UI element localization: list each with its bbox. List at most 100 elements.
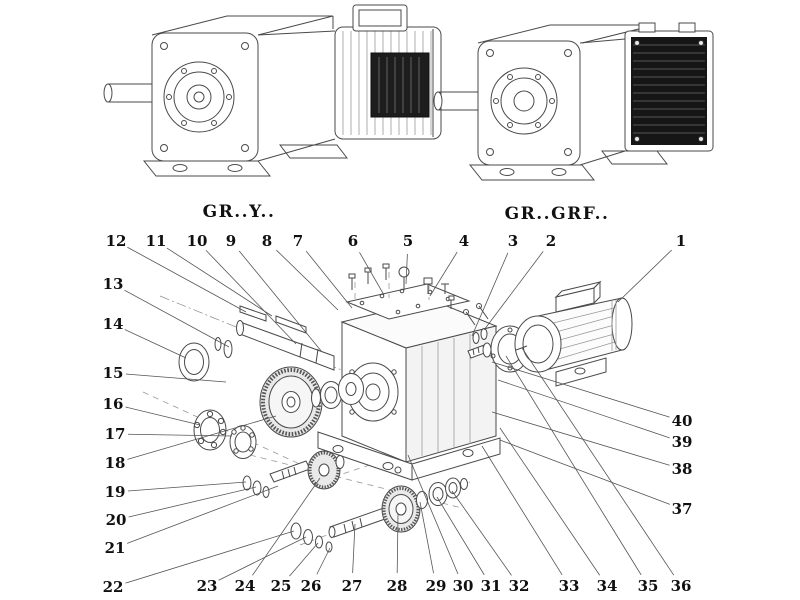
output-shaft-group xyxy=(178,305,335,382)
callout-24: 24 xyxy=(235,577,256,595)
left-motor-terminal-box xyxy=(352,4,408,32)
right-mounting-foot-rear xyxy=(600,150,669,165)
callout-14: 14 xyxy=(103,315,124,333)
grf-unit-finned-block xyxy=(631,37,707,145)
leader-line-33 xyxy=(481,445,563,576)
drain-plug xyxy=(394,466,402,474)
leader-line-13 xyxy=(124,289,230,348)
callout-35: 35 xyxy=(638,577,659,595)
left-mounting-foot-front xyxy=(142,160,272,177)
callout-34: 34 xyxy=(597,577,618,595)
callout-32: 32 xyxy=(509,577,530,595)
callout-8: 8 xyxy=(262,232,272,250)
circlip xyxy=(223,340,233,358)
leader-line-22 xyxy=(125,530,295,584)
right-mounting-foot-front xyxy=(468,164,596,181)
right-gearbox-front-face xyxy=(477,40,581,166)
callout-4: 4 xyxy=(459,232,469,250)
lower-washer-3 xyxy=(315,535,323,549)
leader-line-31 xyxy=(436,496,485,576)
breather-plug xyxy=(423,277,433,285)
leader-line-35 xyxy=(505,355,642,576)
callout-19: 19 xyxy=(105,483,126,501)
end-cover-disc xyxy=(338,373,364,405)
leader-line-6 xyxy=(359,252,385,296)
leader-line-9 xyxy=(238,250,323,353)
leader-line-21 xyxy=(127,485,279,544)
right-output-shaft-end xyxy=(433,91,443,111)
leader-line-12 xyxy=(127,246,247,313)
washer-3 xyxy=(262,486,270,498)
callout-1: 1 xyxy=(676,232,686,250)
intermediate-shaft-group xyxy=(328,477,468,538)
leader-line-39 xyxy=(497,379,670,439)
motor-fan-cover xyxy=(611,297,633,351)
callout-21: 21 xyxy=(105,539,126,557)
leader-line-28 xyxy=(396,513,399,574)
leader-line-20 xyxy=(128,486,257,518)
pinion-ring xyxy=(416,491,428,509)
leader-line-10 xyxy=(205,250,297,345)
callout-31: 31 xyxy=(481,577,502,595)
shaft-key-2 xyxy=(275,315,307,334)
leader-line-7 xyxy=(305,250,353,309)
callout-27: 27 xyxy=(342,577,363,595)
callout-40: 40 xyxy=(672,412,693,430)
shim-ring xyxy=(214,337,222,351)
leader-line-16 xyxy=(125,406,201,426)
callout-10: 10 xyxy=(187,232,208,250)
callout-36: 36 xyxy=(671,577,692,595)
callout-7: 7 xyxy=(293,232,303,250)
exploded-assembly xyxy=(142,263,633,553)
leader-line-27 xyxy=(352,523,356,574)
model-label-left: GR..Y.. xyxy=(202,202,276,222)
callout-20: 20 xyxy=(106,511,127,529)
input-and-motor-group xyxy=(463,280,633,387)
washer-1 xyxy=(242,475,252,491)
callout-16: 16 xyxy=(103,395,124,413)
output-gear-group xyxy=(259,366,364,438)
gear-spacer xyxy=(311,388,321,408)
callout-15: 15 xyxy=(103,364,124,382)
callout-3: 3 xyxy=(508,232,518,250)
callout-13: 13 xyxy=(103,275,124,293)
callout-5: 5 xyxy=(403,232,413,250)
motor-front-flange xyxy=(514,315,562,373)
callout-2: 2 xyxy=(546,232,556,250)
leader-line-26 xyxy=(316,547,331,575)
callout-11: 11 xyxy=(146,232,167,250)
leader-line-19 xyxy=(127,481,247,492)
callout-22: 22 xyxy=(103,578,124,596)
leader-line-2 xyxy=(483,251,544,331)
housing-cover xyxy=(345,283,471,320)
leader-line-17 xyxy=(127,433,233,437)
callout-26: 26 xyxy=(301,577,322,595)
lower-washer-4 xyxy=(325,541,333,553)
output-bearings xyxy=(193,409,257,459)
lower-washer-1 xyxy=(290,522,302,540)
leader-line-40 xyxy=(491,361,670,418)
leader-line-29 xyxy=(419,501,434,574)
callout-37: 37 xyxy=(672,500,693,518)
second-stage-pinion-group xyxy=(242,450,345,553)
motor-foot xyxy=(555,357,607,387)
oil-seal xyxy=(178,342,210,382)
callout-30: 30 xyxy=(453,577,474,595)
callout-18: 18 xyxy=(105,454,126,472)
lower-washer-2 xyxy=(303,529,313,545)
leader-line-25 xyxy=(289,542,319,577)
leader-line-3 xyxy=(471,252,509,337)
left-output-shaft-end xyxy=(103,83,113,103)
leader-line-5 xyxy=(405,253,408,285)
leader-line-38 xyxy=(491,411,670,466)
leader-line-11 xyxy=(166,247,273,317)
callout-39: 39 xyxy=(672,433,693,451)
leader-line-23 xyxy=(218,536,307,581)
pinion-shaft-small xyxy=(269,460,311,483)
callout-6: 6 xyxy=(348,232,358,250)
leader-line-1 xyxy=(617,249,672,303)
output-shaft xyxy=(239,321,335,371)
input-washer-1 xyxy=(472,332,480,344)
